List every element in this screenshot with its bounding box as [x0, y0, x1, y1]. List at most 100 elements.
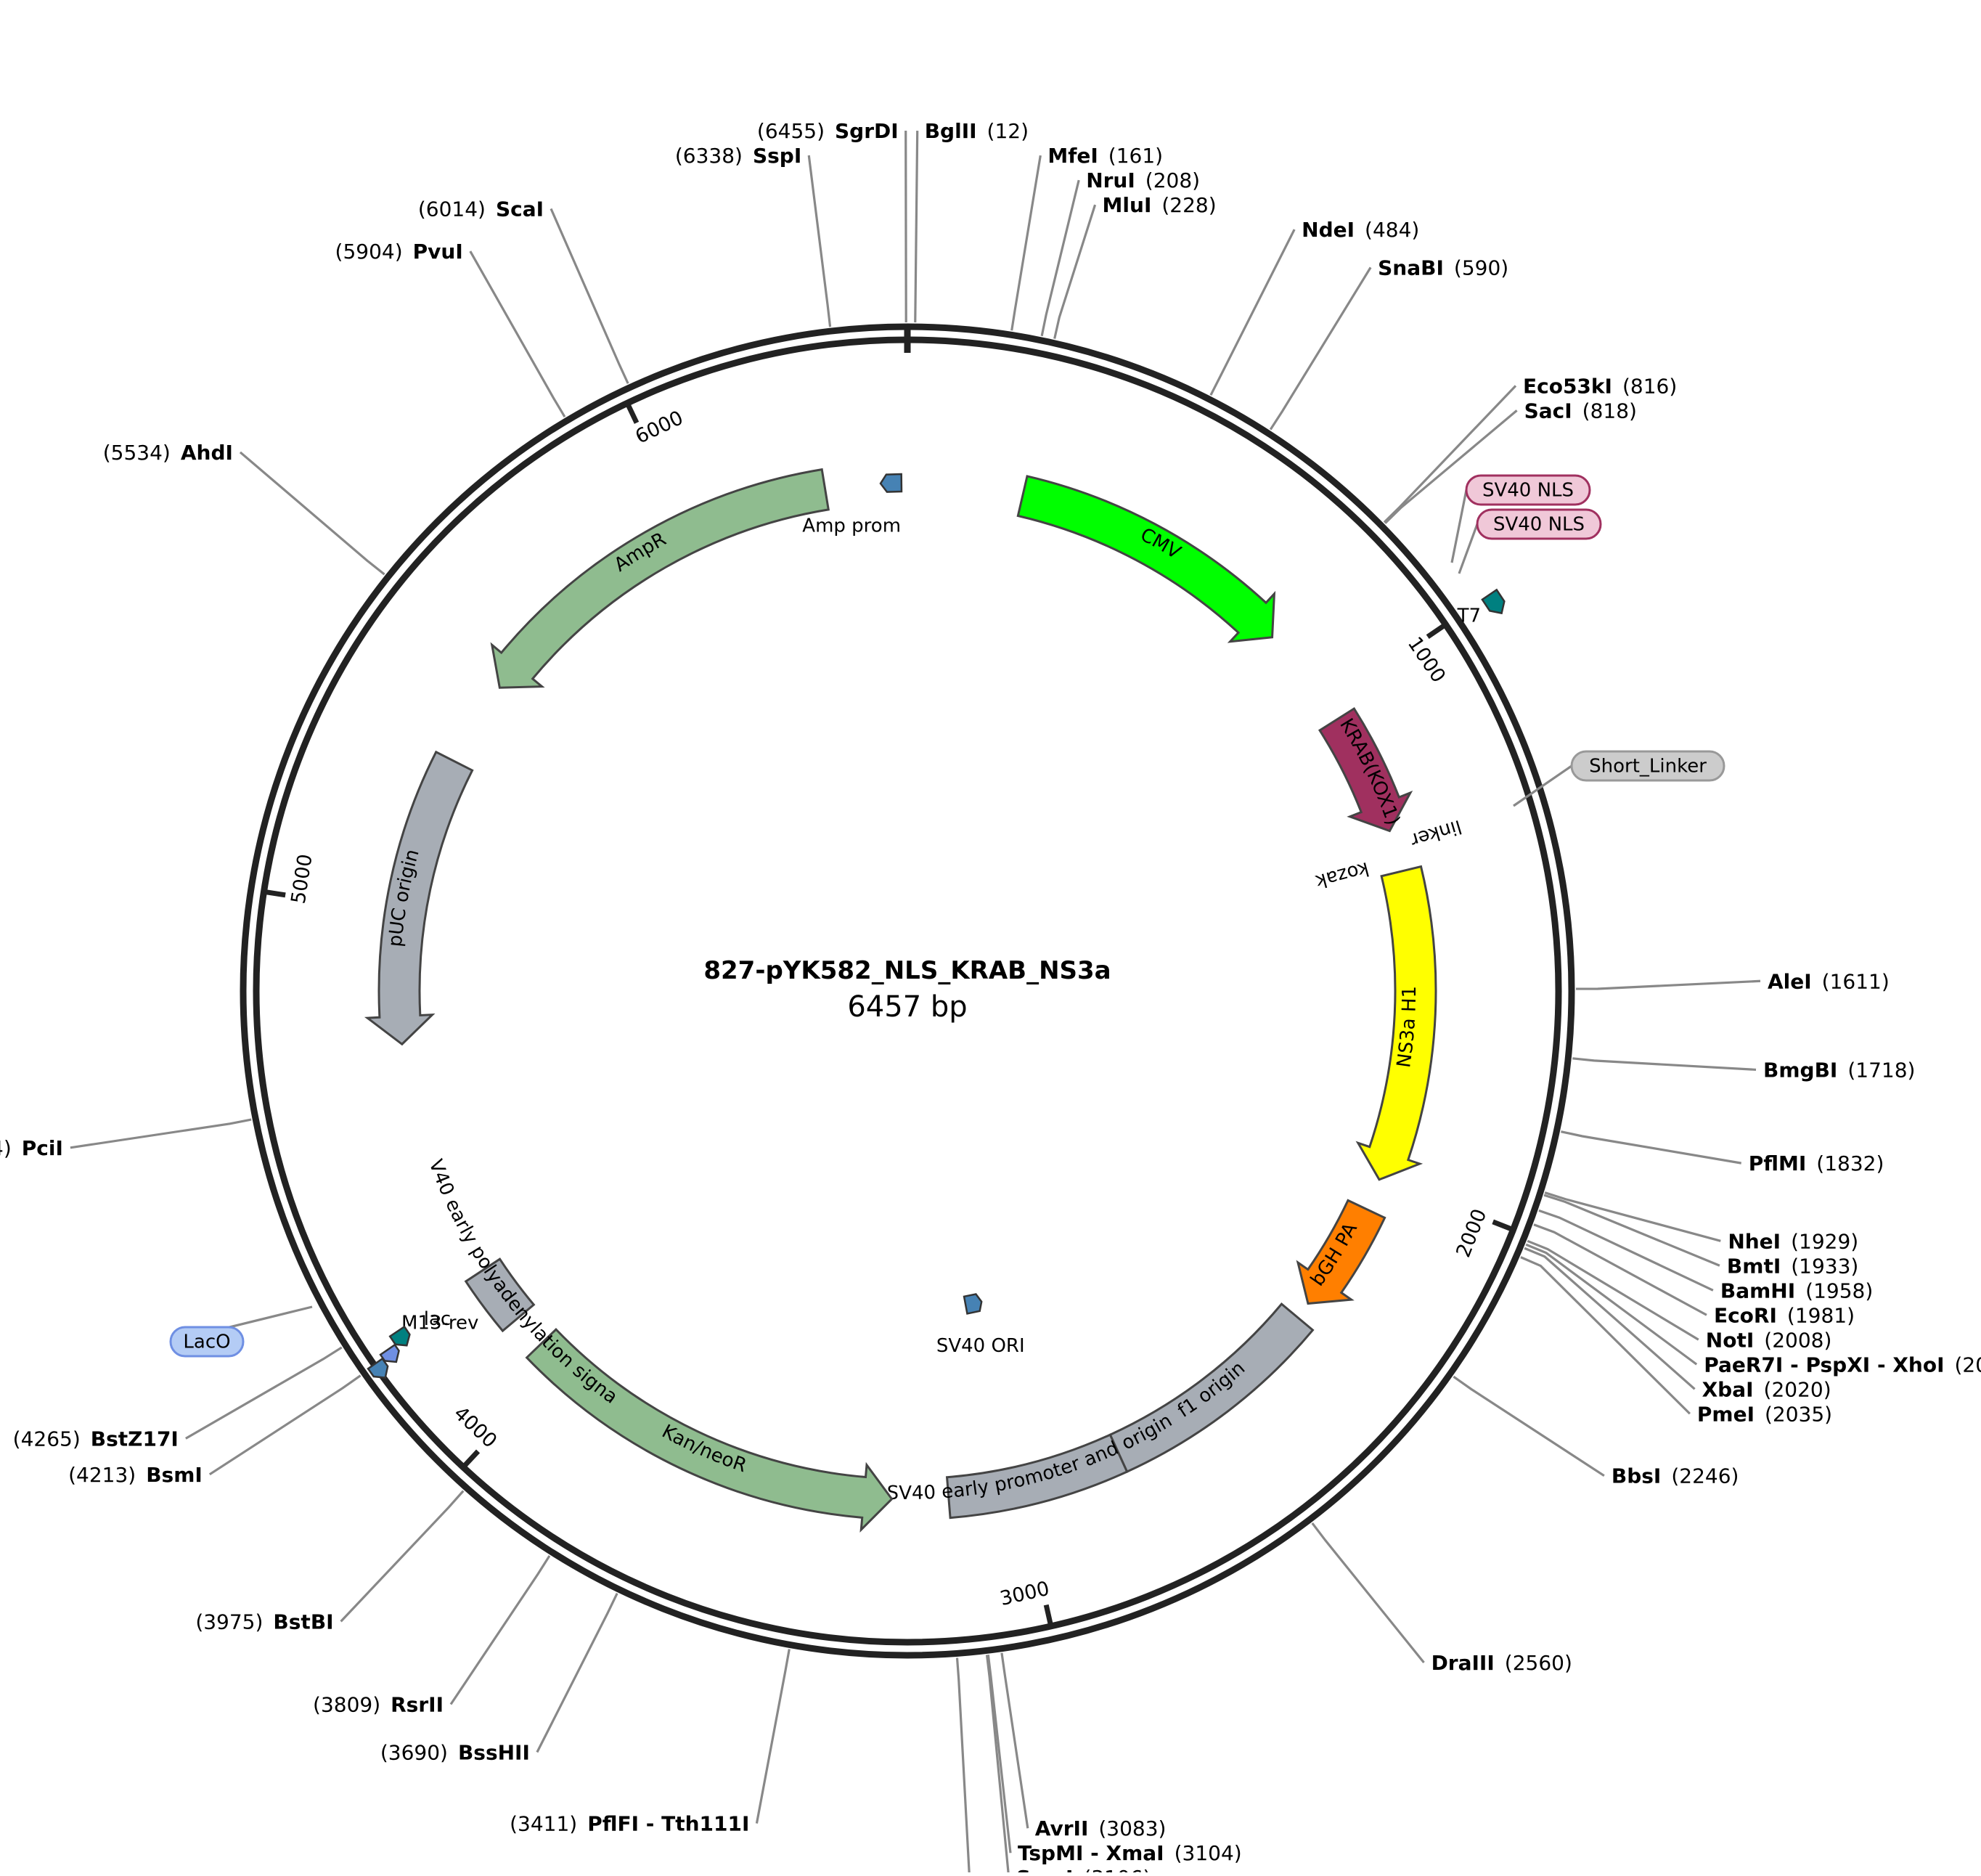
site-nhei: NheI (1929) [1728, 1229, 1858, 1253]
site-name: SspI [753, 144, 801, 168]
site-name: MfeI [1047, 144, 1098, 168]
site-name: Eco53kI [1523, 374, 1612, 398]
site-position: (1611) [1822, 969, 1890, 993]
site-leader [1385, 410, 1516, 523]
site-nrui: NruI(208) [1086, 168, 1200, 192]
site-bmti: BmtI (1933) [1727, 1254, 1858, 1278]
site-leader [70, 1120, 251, 1148]
site-leader [186, 1347, 342, 1438]
tick-label: 3000 [998, 1578, 1052, 1610]
site-position: (1933) [1791, 1254, 1858, 1278]
site-alei: AleI(1611) [1768, 969, 1890, 993]
site-saci: SacI(818) [1524, 399, 1637, 423]
site-noti: NotI(2008) [1706, 1328, 1832, 1352]
inner-label-kozak: kozak [1313, 857, 1371, 892]
site-snabi: SnaBI (590) [1378, 256, 1508, 280]
tick-label: 6000 [632, 407, 687, 449]
site-leader [210, 1376, 361, 1475]
site-mfei: MfeI(161) [1047, 144, 1163, 168]
site-leader [451, 1556, 550, 1705]
tick-mark [628, 404, 637, 423]
site-name: BmgBI [1763, 1058, 1837, 1082]
site-bsmi: (4213)BsmI [68, 1463, 203, 1487]
site-name: BglII [925, 119, 977, 143]
pill-label: SV40 NLS [1482, 480, 1574, 502]
site-bmgbi: BmgBI (1718) [1763, 1058, 1915, 1082]
site-ndei: NdeI(484) [1302, 218, 1419, 242]
site-name: NotI [1706, 1328, 1754, 1352]
site-position: (2020) [1764, 1377, 1831, 1401]
site-position: (6455) [757, 119, 825, 143]
site-position: (12) [987, 119, 1029, 143]
site-position: (5534) [103, 441, 171, 465]
site-pflfi-tth111i: (3411)PflFI - Tth111I [510, 1812, 749, 1836]
site-position: (3106) [1083, 1866, 1151, 1872]
site-paer7i-pspxi-xhoi: PaeR7I - PspXI - XhoI(2014) [1704, 1353, 1981, 1377]
site-name: NdeI [1302, 218, 1355, 242]
small-feature-label: T7 [1457, 605, 1481, 627]
site-bsshii: (3690)BssHII [380, 1740, 530, 1764]
small-feature-sv40-ori [964, 1294, 981, 1313]
site-leader [756, 1649, 789, 1824]
site-position: (208) [1145, 168, 1200, 192]
site-name: BsmI [146, 1463, 203, 1487]
site-position: (1718) [1847, 1058, 1915, 1082]
site-leader [809, 155, 830, 327]
site-leader [1544, 1195, 1720, 1265]
site-sgrdi: (6455) SgrDI [757, 119, 899, 143]
site-leader [1527, 1241, 1699, 1339]
site-name: SnaBI [1378, 256, 1444, 280]
site-name: SgrDI [835, 119, 899, 143]
site-name: PflFI - Tth111I [587, 1812, 749, 1836]
feature-bgh-pa [1298, 1200, 1385, 1303]
feature-cmv [1018, 476, 1274, 642]
site-xbai: XbaI(2020) [1702, 1377, 1831, 1401]
tick-mark [1046, 1605, 1050, 1625]
site-position: (2014) [1955, 1353, 1981, 1377]
pill-label: LacO [183, 1331, 230, 1353]
feature-puc-origin [367, 752, 473, 1044]
site-name: PciI [22, 1136, 63, 1160]
site-name: MluI [1103, 193, 1152, 217]
plasmid-name: 827-pYK582_NLS_KRAB_NS3a [703, 956, 1111, 985]
site-name: ScaI [496, 197, 544, 221]
site-leader [1211, 229, 1294, 395]
small-feature-amp-prom [881, 474, 902, 492]
site-leader [1576, 981, 1760, 989]
site-position: (1981) [1787, 1303, 1855, 1327]
site-ecori: EcoRI(1981) [1714, 1303, 1855, 1327]
tick-label: 5000 [287, 852, 317, 905]
site-position: (3690) [380, 1740, 448, 1764]
site-leader [1521, 1257, 1690, 1414]
site-leader [957, 1657, 971, 1872]
site-bglii: BglII (12) [925, 119, 1029, 143]
site-draiii: DraIII(2560) [1431, 1651, 1572, 1675]
feature-ampr [492, 470, 829, 688]
site-eco53ki: Eco53kI(816) [1523, 374, 1677, 398]
site-bstz17i: (4265)BstZ17I [13, 1427, 179, 1451]
site-name: BmtI [1727, 1254, 1781, 1278]
site-name: BstZ17I [91, 1427, 179, 1451]
site-position: (5904) [335, 240, 403, 264]
site-position: (1929) [1791, 1229, 1858, 1253]
site-position: (818) [1582, 399, 1637, 423]
site-bamhi: BamHI(1958) [1720, 1278, 1873, 1302]
site-name: NheI [1728, 1229, 1781, 1253]
site-position: (6338) [675, 144, 743, 168]
site-name: SmaI [1016, 1866, 1074, 1872]
site-position: (3104) [1175, 1841, 1242, 1865]
site-name: DraIII [1431, 1651, 1495, 1675]
site-leader [240, 452, 385, 574]
site-leader [551, 208, 628, 383]
site-name: RsrII [391, 1692, 444, 1716]
site-name: PflMI [1749, 1151, 1807, 1175]
site-position: (6014) [418, 197, 486, 221]
site-rsrii: (3809)RsrII [313, 1692, 444, 1716]
site-name: BbsI [1612, 1464, 1661, 1488]
site-bbsi: BbsI(2246) [1612, 1464, 1739, 1488]
site-position: (590) [1454, 256, 1508, 280]
small-feature-t7 [1482, 590, 1504, 613]
tick-mark [265, 892, 285, 895]
